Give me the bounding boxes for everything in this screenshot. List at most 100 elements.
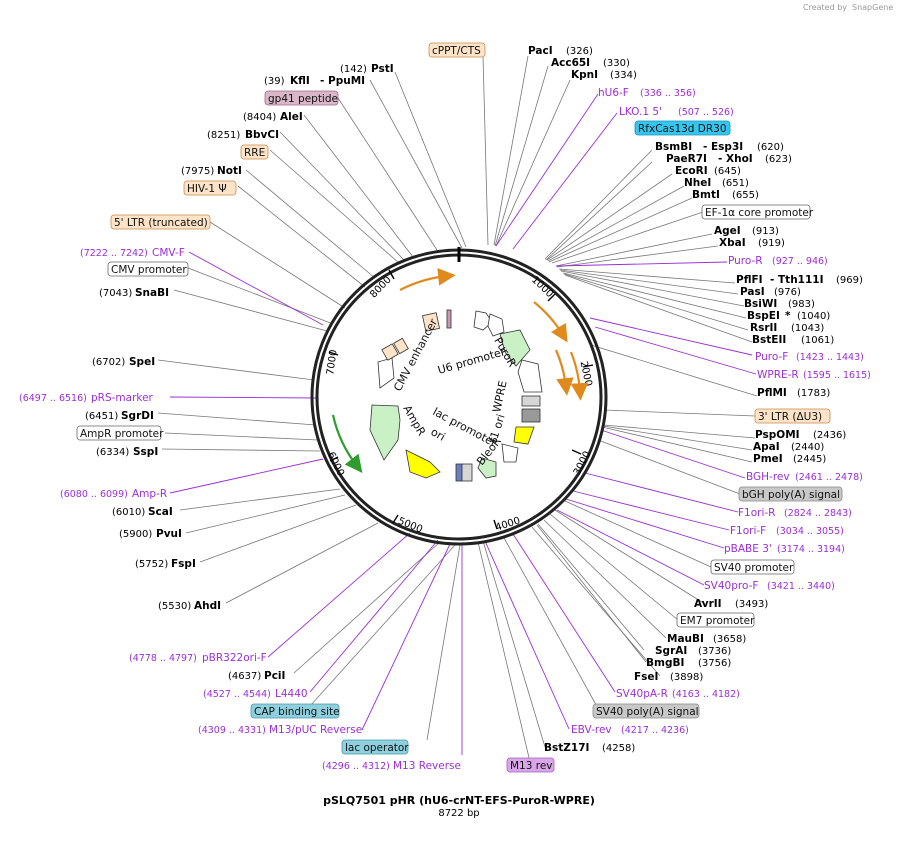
label-bmti-pos: (655) [732, 190, 759, 201]
label-pmei-pos: (2445) [793, 454, 826, 465]
label-scai: ScaI [148, 506, 173, 518]
label-fspi: FspI [171, 558, 196, 570]
label-ori: ori [429, 425, 448, 443]
tick-label-1000: 1000 [529, 274, 555, 300]
plasmid-length: 8722 bp [438, 808, 479, 819]
label-connectors [157, 55, 758, 763]
label-bbvci: BbvCI [245, 129, 279, 141]
label-tth111i: - Tth111I [770, 274, 824, 286]
label-maubi-pos: (3658) [713, 634, 746, 645]
label-m13-puc-pos: (4309 .. 4331) [198, 725, 266, 736]
label-noti: NotI [217, 165, 242, 177]
label-paer7i: PaeR7I [666, 153, 707, 165]
label-ampr: AmpR [400, 403, 428, 438]
label-bsteii: BstEII [752, 334, 786, 346]
label-f1ori-r: F1ori-R [738, 507, 775, 519]
feature-cmv-promoter: CMV promoter [111, 264, 187, 276]
label-bstz17i: BstZ17I [544, 742, 589, 754]
feature-5-ltr: 5' LTR (truncated) [114, 217, 208, 229]
label-m13-puc-reverse: M13/pUC Reverse [269, 724, 362, 736]
label-bmgbi: BmgBI [646, 657, 684, 669]
label-amp-r: Amp-R [132, 488, 167, 500]
label-nhei-pos: (651) [722, 178, 749, 189]
label-wpre-r-pos: (1595 .. 1615) [803, 370, 871, 381]
label-acc65i-pos: (330) [603, 58, 630, 69]
label-pspomi: PspOMI [755, 429, 800, 441]
label-sv40pro-f-pos: (3421 .. 3440) [767, 581, 835, 592]
label-nhei: NheI [684, 177, 711, 189]
tick-label-7000: 7000 [325, 349, 339, 376]
label-wpre: WPRE [490, 379, 509, 413]
label-m13-reverse: M13 Reverse [393, 760, 461, 772]
feature-em7-promoter: EM7 promoter [680, 615, 755, 627]
feature-sv40-polya: SV40 poly(A) signal [596, 706, 699, 718]
feature-ampr-promoter: AmpR promoter [80, 428, 164, 440]
label-alei: AleI [280, 111, 303, 123]
label-cmv-f: CMV-F [152, 247, 185, 259]
label-snabi: SnaBI [135, 287, 169, 299]
label-f1ori-r-pos: (2824 .. 2843) [784, 508, 852, 519]
ef1a-arc [533, 301, 568, 343]
label-pcii: PciI [264, 670, 285, 682]
label-maubi: MauBI [667, 633, 704, 645]
feature-rfxcas13d-dr30: RfxCas13d DR30 [638, 123, 727, 135]
label-sspi: SspI [133, 446, 158, 458]
label-hu6-f-pos: (336 .. 356) [640, 88, 696, 99]
label-puro-r: Puro-R [728, 255, 763, 267]
5-ltr-arc [399, 268, 456, 291]
label-pvui: PvuI [156, 528, 182, 540]
feature-bgh-polya: bGH poly(A) signal [742, 489, 840, 501]
label-puro-f-pos: (1423 .. 1443) [796, 352, 864, 363]
label-f1ori-f: F1ori-F [730, 525, 766, 537]
label-bsiwi-pos: (983) [788, 299, 815, 310]
label-sspi-pos: (6334) [96, 447, 129, 458]
label-pcii-pos: (4637) [228, 671, 261, 682]
label-ppumi: - PpuMI [320, 75, 365, 87]
feature-ef1a-promoter: EF-1α core promoter [705, 207, 814, 219]
label-acc65i: Acc65I [551, 57, 590, 69]
label-amp-r-pos: (6080 .. 6099) [60, 489, 128, 500]
label-ecori-pos: (645) [714, 166, 741, 177]
tick-marks [328, 269, 594, 530]
label-ppumi-pos: (39) [264, 76, 285, 87]
label-pflfi: PflFI [736, 274, 763, 286]
feature-lac-operator: lac operator [345, 742, 409, 754]
feature-cap-binding-site: CAP binding site [254, 706, 340, 718]
label-prs-marker: pRS-marker [91, 392, 154, 404]
puror-arc-2 [569, 351, 589, 401]
label-scai-pos: (6010) [112, 507, 145, 518]
label-pasi-pos: (976) [774, 287, 801, 298]
label-ebv-rev-pos: (4217 .. 4236) [621, 725, 689, 736]
feature-sv40-promoter: SV40 promoter [714, 562, 794, 574]
label-bgh-rev: BGH-rev [746, 471, 790, 483]
primer-connectors [169, 93, 757, 755]
label-psti-pos: (142) [340, 64, 367, 75]
label-bgh-rev-pos: (2461 .. 2478) [795, 472, 863, 483]
label-pvui-pos: (5900) [119, 529, 152, 540]
label-xbai-pos: (919) [758, 238, 785, 249]
feature-3-ltr: 3' LTR (ΔU3) [758, 411, 822, 423]
label-bbvci-pos: (8251) [207, 130, 240, 141]
label-sv40pa-r-pos: (4163 .. 4182) [672, 689, 740, 700]
label-paci-pos: (326) [566, 46, 593, 57]
label-pflmi-pos: (1783) [797, 388, 830, 399]
label-paci: PacI [528, 45, 553, 57]
label-kpni: KpnI [571, 69, 598, 81]
brand-created-by: Created by [803, 3, 847, 12]
label-bstz17i-pos: (4258) [602, 743, 635, 754]
label-ahdi-pos: (5530) [158, 601, 191, 612]
label-avrii: AvrII [694, 598, 722, 610]
label-prs-marker-pos: (6497 .. 6516) [19, 393, 87, 404]
label-agei: AgeI [714, 225, 741, 237]
label-lko: LKO.1 5' [619, 106, 662, 118]
label-cmv-enhancer: CMV enhancer [391, 316, 440, 393]
feature-m13-rev: M13 rev [510, 760, 553, 772]
label-sv40pro-f: SV40pro-F [704, 580, 758, 592]
ampr-arc [331, 414, 363, 473]
feature-boxes [76, 42, 843, 773]
label-kpni-pos: (334) [610, 70, 637, 81]
label-puro-r-pos: (927 .. 946) [772, 256, 828, 267]
label-bsmbi-pos: (620) [757, 142, 784, 153]
label-bsteii-pos: (1061) [801, 335, 834, 346]
label-fspi-pos: (5752) [135, 559, 168, 570]
